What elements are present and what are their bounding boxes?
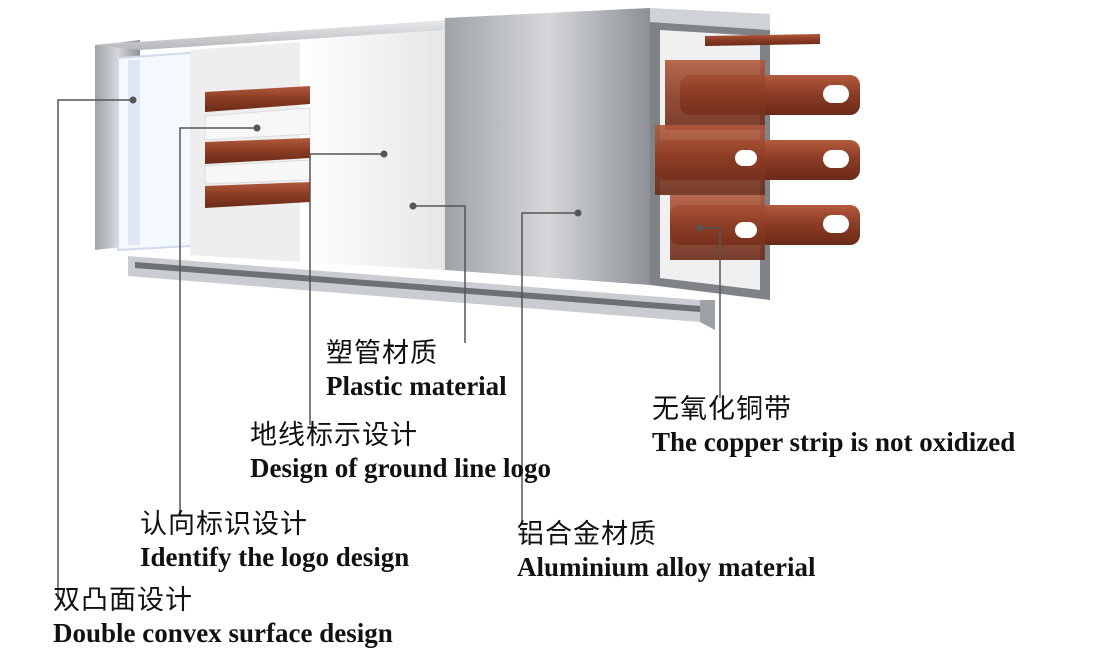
label-copper-zh: 无氧化铜带 [652, 394, 792, 425]
bottom-rail [128, 256, 715, 330]
leader-plastic [413, 205, 466, 343]
label-copper-en: The copper strip is not oxidized [652, 427, 1016, 458]
label-convex-en: Double convex surface design [53, 618, 393, 649]
leader-dots [129, 96, 704, 232]
label-plastic-en: Plastic material [326, 371, 507, 402]
label-plastic-material: 塑管材质 Plastic material [326, 338, 507, 402]
label-identify-zh: 认向标识设计 [140, 509, 308, 540]
leader-ground [309, 153, 384, 425]
leader-convex [57, 99, 133, 600]
label-plastic-zh: 塑管材质 [326, 338, 438, 369]
leader-identify [179, 127, 257, 515]
label-convex-zh: 双凸面设计 [53, 585, 193, 616]
label-identify-logo: 认向标识设计 Identify the logo design [140, 509, 410, 573]
label-aluminium-zh: 铝合金材质 [517, 519, 657, 550]
label-ground-line-logo: 地线标示设计 Design of ground line logo [250, 420, 552, 484]
label-copper-strip: 无氧化铜带 The copper strip is not oxidized [652, 394, 1016, 458]
label-ground-en: Design of ground line logo [250, 453, 552, 484]
leader-lines [57, 99, 721, 600]
label-identify-en: Identify the logo design [140, 542, 410, 573]
leader-copper [700, 227, 721, 398]
leader-aluminium [521, 212, 578, 525]
label-ground-zh: 地线标示设计 [250, 420, 418, 451]
label-double-convex: 双凸面设计 Double convex surface design [53, 585, 393, 649]
label-aluminium-alloy: 铝合金材质 Aluminium alloy material [517, 519, 816, 583]
inner-copper-strips [204, 86, 311, 208]
copper-terminals [655, 34, 860, 260]
label-aluminium-en: Aluminium alloy material [517, 552, 816, 583]
